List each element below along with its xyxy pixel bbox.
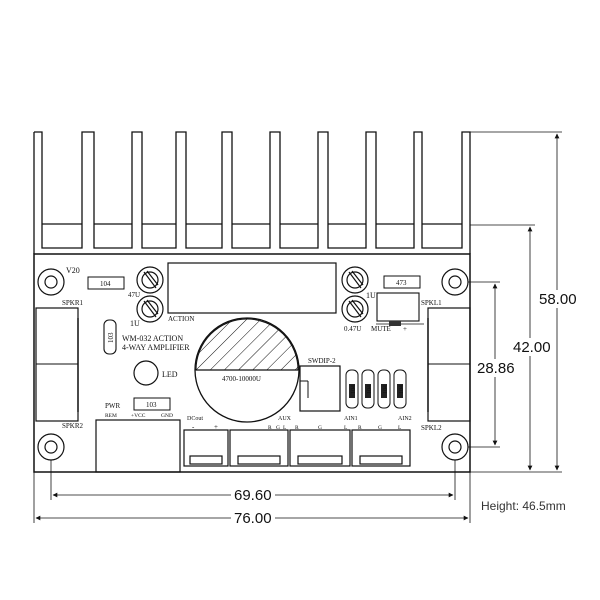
capacitor-1u-right xyxy=(341,266,369,294)
label-104: 104 xyxy=(100,280,111,288)
label-spkl1: SPKL1 xyxy=(421,299,442,307)
dcout-pin-minus: - xyxy=(192,423,195,431)
label-spkr2: SPKR2 xyxy=(62,422,84,430)
main-capacitor xyxy=(194,317,300,423)
label-pwr: PWR xyxy=(105,402,121,410)
board-title-line2: 4-WAY AMPLIFIER xyxy=(122,343,190,352)
ain1-pin-l: L xyxy=(344,425,348,431)
ain2-pin-l: L xyxy=(398,425,402,431)
heatsink xyxy=(33,131,471,254)
ain1-pin-g: G xyxy=(318,425,322,431)
capacitor-47u xyxy=(136,266,164,294)
dip-cell-1: 104 xyxy=(351,385,357,394)
hole-top-right xyxy=(441,268,469,296)
dcout-pin-plus: + xyxy=(214,423,218,431)
label-47u: 47U xyxy=(128,291,140,299)
label-ain2: AIN2 xyxy=(398,416,412,422)
dim-hole-spacing-v: 28.86 xyxy=(477,360,515,377)
dim-width-total: 76.00 xyxy=(234,510,272,527)
pwr-pin-rem: REM xyxy=(105,413,117,419)
label-1u-left: 1U xyxy=(130,319,140,328)
label-103: 103 xyxy=(146,401,157,409)
hole-top-left xyxy=(37,268,65,296)
resistor-104 xyxy=(87,276,125,290)
aux-pin-3: L xyxy=(283,425,287,431)
capacitor-1u-left xyxy=(136,295,164,323)
dim-height-board: 42.00 xyxy=(513,339,551,356)
ain2-connector xyxy=(351,429,411,467)
label-473: 473 xyxy=(396,279,407,287)
label-led: LED xyxy=(162,370,178,379)
ain2-pin-g: G xyxy=(378,425,382,431)
pwr-pin-gnd: GND xyxy=(161,413,173,419)
resistor-103 xyxy=(133,397,171,411)
label-1u-right: 1U xyxy=(366,291,376,300)
aux-connector xyxy=(229,429,289,467)
label-aux: AUX xyxy=(278,416,292,422)
label-main-capacitor: 4700-10000U xyxy=(222,375,261,383)
aux-pin-4: R xyxy=(295,425,299,431)
dcout-connector xyxy=(183,429,229,467)
amp-chip xyxy=(167,262,337,314)
label-spkr1: SPKR1 xyxy=(62,299,84,307)
height-note: Height: 46.5mm xyxy=(481,499,566,513)
label-047u: 0.47U xyxy=(344,325,361,333)
label-dcout: DCout xyxy=(187,416,203,422)
dip-cell-3: 104 xyxy=(383,385,389,394)
board-title-line1: WM-032 ACTION xyxy=(122,334,183,343)
hole-bottom-left xyxy=(37,433,65,461)
capacitor-array xyxy=(345,369,407,409)
power-terminal xyxy=(95,419,181,473)
aux-pin-1: R xyxy=(268,425,272,431)
label-action: ACTION xyxy=(168,315,194,323)
mute-jumper xyxy=(376,292,420,322)
dim-height-total: 58.00 xyxy=(539,291,577,308)
label-v20: V20 xyxy=(66,266,80,275)
dip-cell-4: 104 xyxy=(399,385,405,394)
label-swdip: SWDIP-2 xyxy=(308,357,336,365)
resistor-103-vertical xyxy=(103,319,117,355)
label-103-vertical: 103 xyxy=(107,332,115,343)
label-ain1: AIN1 xyxy=(344,416,358,422)
ain1-connector xyxy=(289,429,351,467)
hole-bottom-right xyxy=(441,433,469,461)
aux-pin-2: G xyxy=(276,425,280,431)
led xyxy=(133,360,159,386)
dip-switch xyxy=(299,365,341,412)
label-mute: MUTE xyxy=(371,325,391,333)
resistor-473 xyxy=(383,275,421,289)
capacitor-047u xyxy=(341,295,369,323)
label-mute-plus: + xyxy=(403,325,407,333)
dip-cell-2: 104 xyxy=(367,385,373,394)
ain2-pin-r: R xyxy=(358,425,362,431)
label-spkl2: SPKL2 xyxy=(421,424,442,432)
dim-hole-spacing-h: 69.60 xyxy=(234,487,272,504)
pwr-pin-vcc: +VCC xyxy=(131,413,146,419)
